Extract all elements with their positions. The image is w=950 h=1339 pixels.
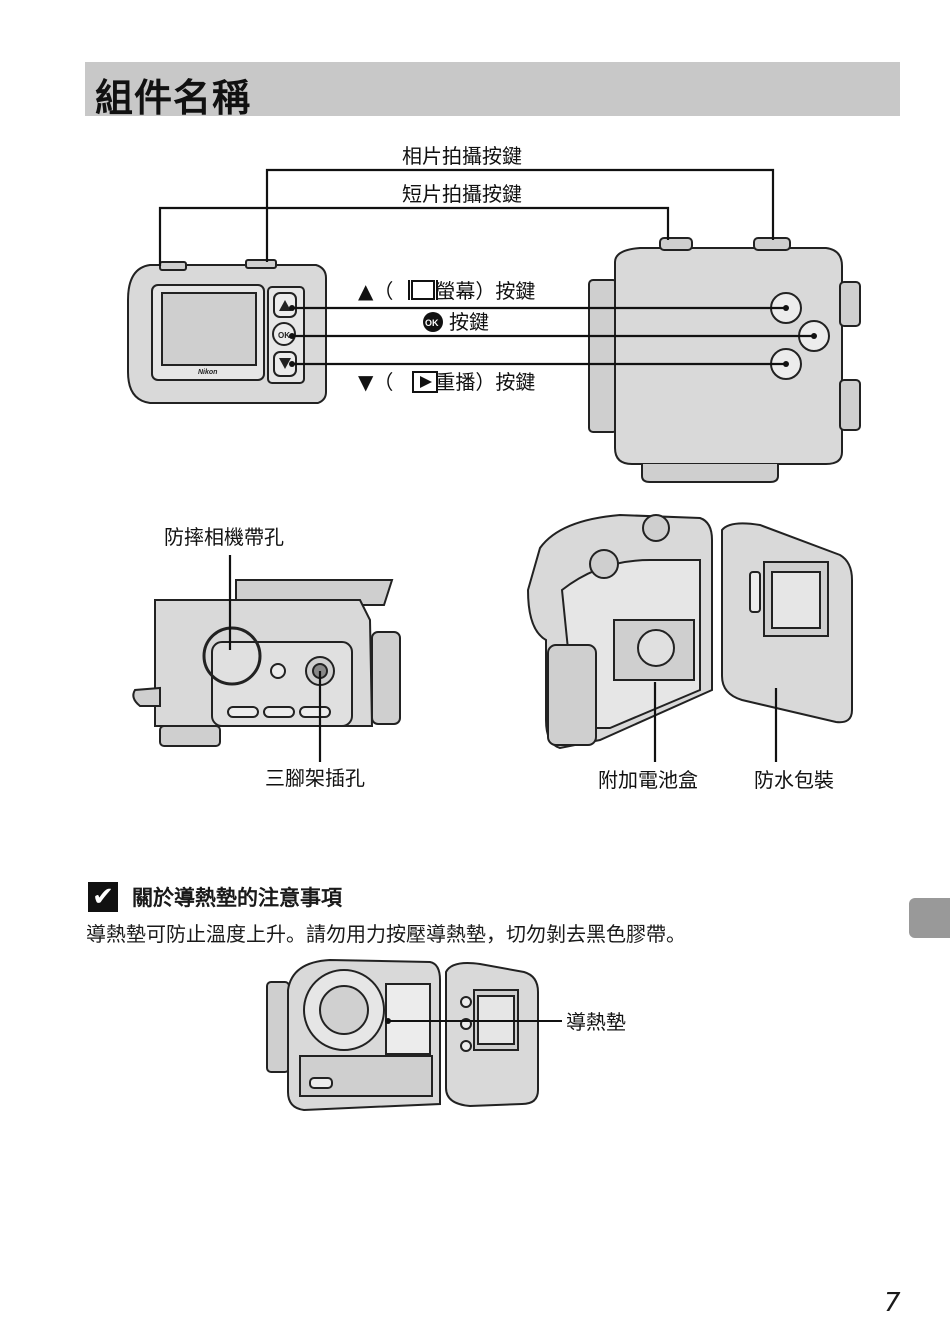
note-body: 導熱墊可防止溫度上升。請勿用力按壓導熱墊，切勿剝去黑色膠帶。 bbox=[86, 922, 686, 946]
leader-dots-top bbox=[289, 305, 817, 367]
battery-chamber-label: 附加電池盒 bbox=[598, 768, 698, 792]
page-title: 組件名稱 bbox=[95, 76, 252, 120]
section-tab bbox=[909, 898, 950, 938]
brand-logo: Nikon bbox=[198, 369, 217, 376]
page-number: 7 bbox=[884, 1288, 901, 1318]
checkmark-icon: ✔ bbox=[88, 882, 118, 912]
movie-button-label: 短片拍攝按鍵 bbox=[402, 182, 522, 206]
ok-glyph: OK bbox=[278, 331, 290, 340]
ok-icon: OK bbox=[423, 312, 443, 332]
svg-text:OK: OK bbox=[425, 318, 439, 328]
leader-lines-top bbox=[158, 168, 814, 366]
photo-button-label: 相片拍攝按鍵 bbox=[402, 144, 522, 168]
note-title-text: 關於導熱墊的注意事項 bbox=[132, 886, 342, 910]
monitor-icon bbox=[408, 280, 438, 300]
ok-button-label: 按鍵 bbox=[449, 310, 489, 334]
play-icon bbox=[412, 371, 438, 393]
down-button-label-head: ▼（ bbox=[358, 370, 394, 394]
camera-front-illustration bbox=[127, 259, 327, 404]
open-case-illustration bbox=[526, 513, 853, 750]
camera-bottom-illustration bbox=[132, 579, 401, 747]
strap-eyelet-label: 防摔相機帶孔 bbox=[164, 525, 284, 549]
waterproof-pack-label: 防水包裝 bbox=[754, 768, 834, 792]
down-button-label-tail: 重播）按鍵 bbox=[435, 370, 536, 394]
title-bar: 組件名稱 bbox=[85, 62, 900, 120]
leader-lines-bottom-left bbox=[228, 555, 322, 762]
note-heading: ✔ 關於導熱墊的注意事項 bbox=[88, 882, 342, 912]
heat-pad-illustration bbox=[266, 958, 539, 1112]
up-button-label-tail: 螢幕）按鍵 bbox=[435, 279, 536, 303]
down-button-label: ▼（ 重播）按鍵 bbox=[358, 372, 535, 392]
heat-pad-label: 導熱墊 bbox=[566, 1010, 626, 1034]
leader-line-heat-pad bbox=[385, 1018, 562, 1024]
tripod-socket-label: 三腳架插孔 bbox=[265, 766, 365, 790]
up-button-label-head: ▲（ bbox=[358, 279, 394, 303]
camera-back-illustration bbox=[588, 237, 861, 483]
leader-lines-bottom-right bbox=[653, 682, 778, 762]
up-button-label: ▲（ 螢幕）按鍵 bbox=[358, 281, 535, 301]
